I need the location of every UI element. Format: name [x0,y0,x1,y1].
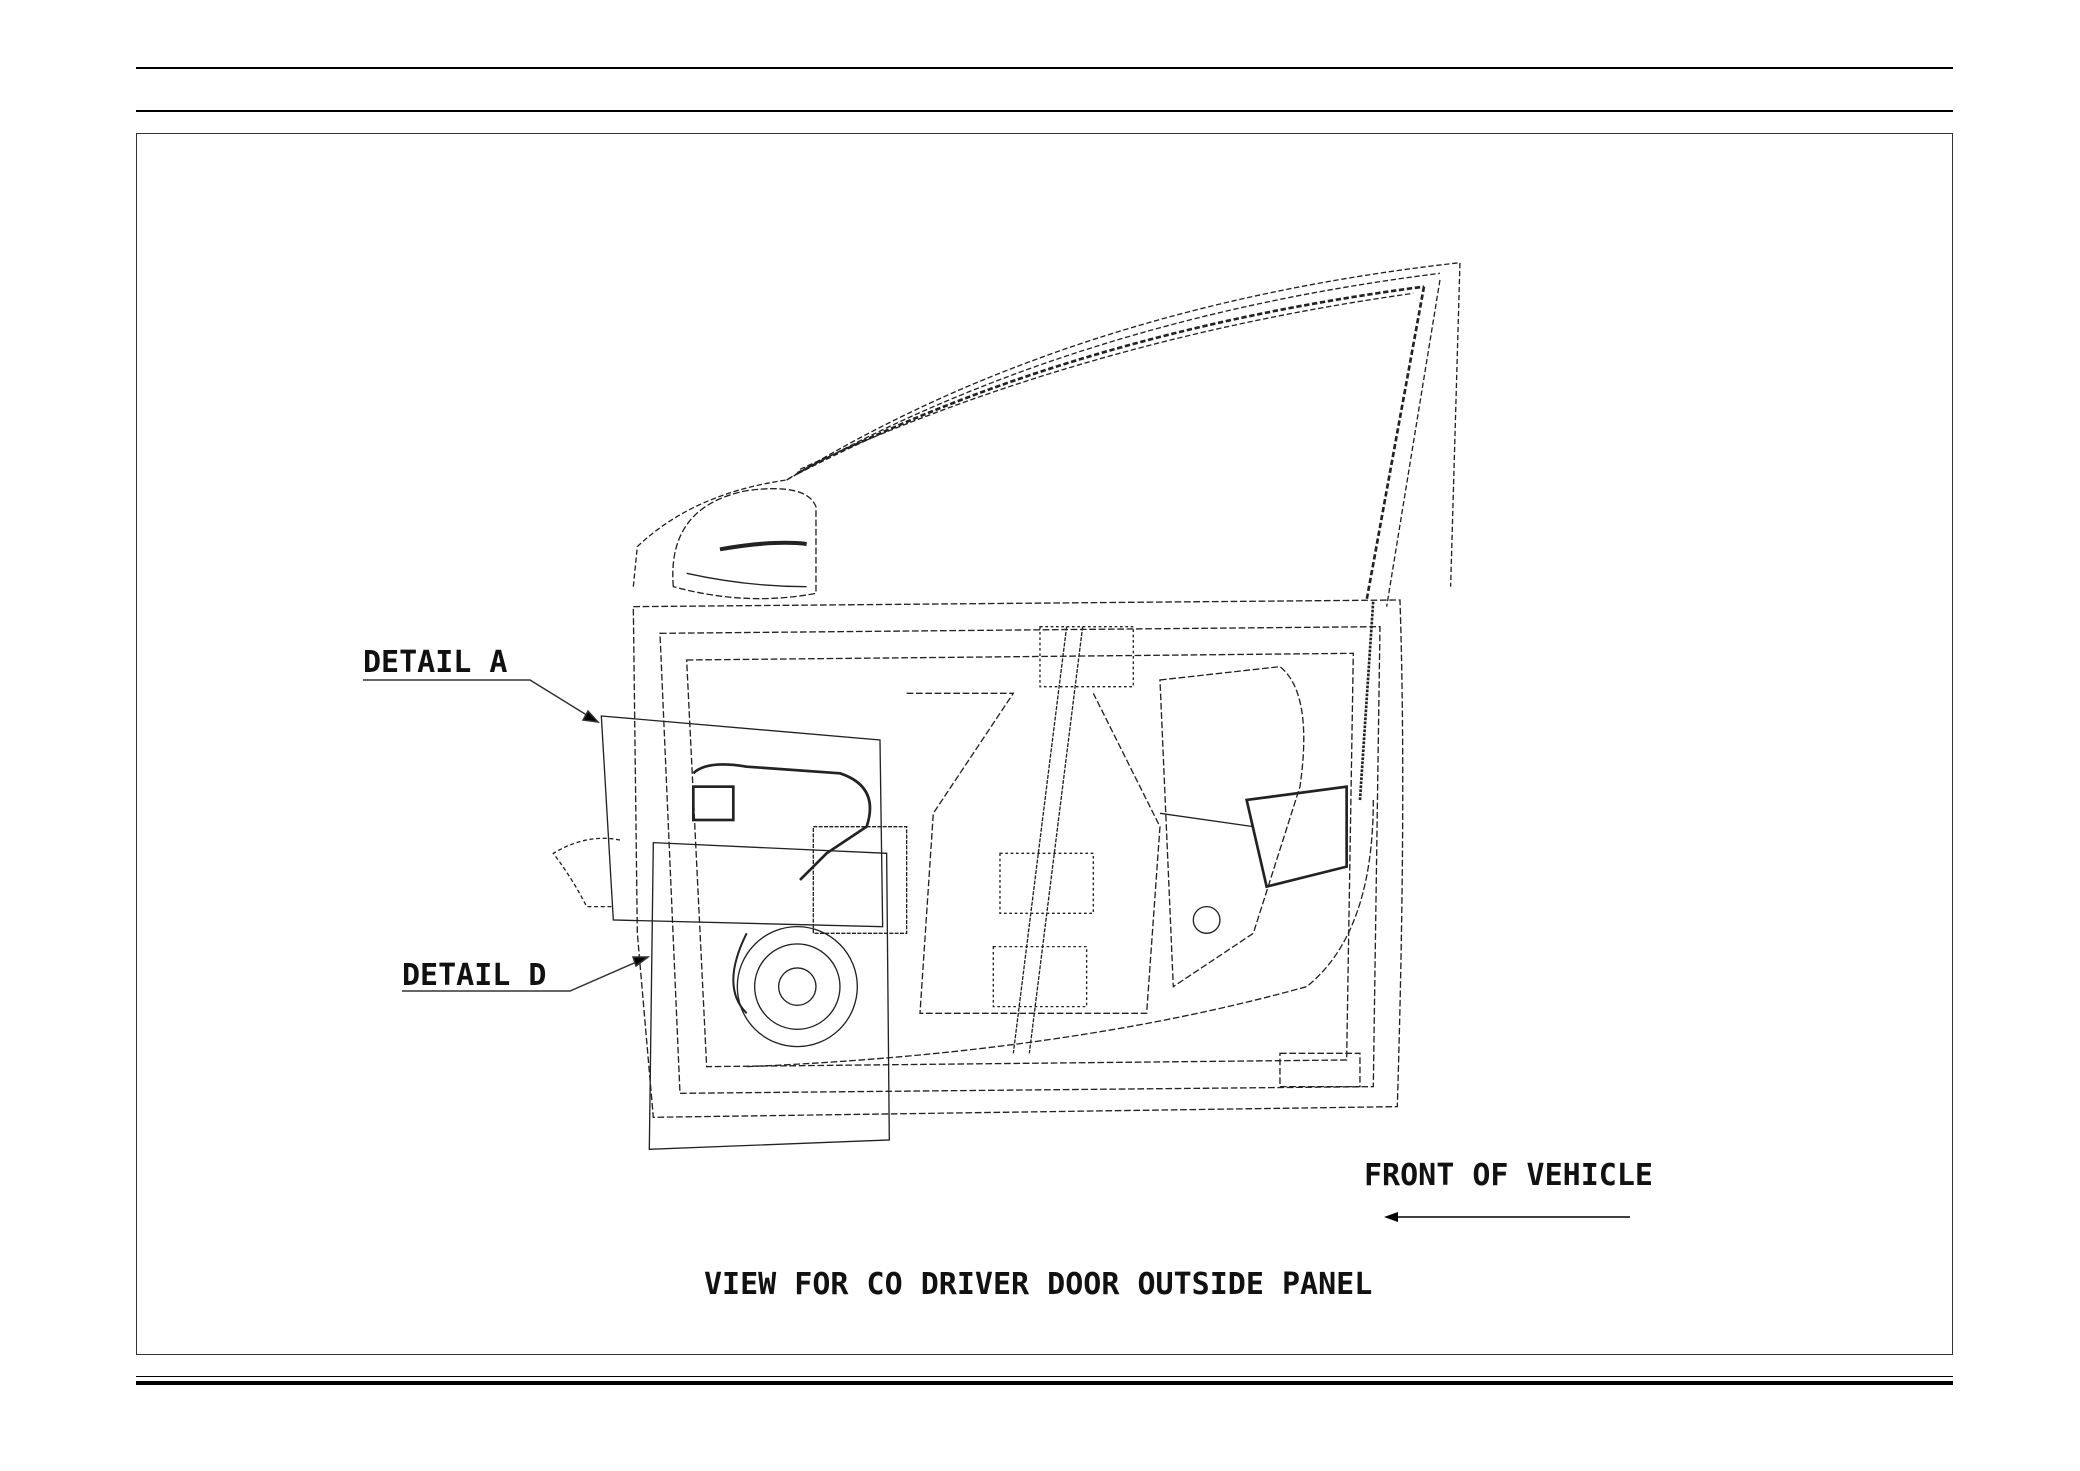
detail-a-label: DETAIL A [363,645,508,680]
detail-a-leader [363,679,600,724]
door-latch-wiring [552,763,908,1015]
detail-a-box [600,715,884,928]
detail-d-label: DETAIL D [402,958,547,993]
detail-d-leader [402,956,651,992]
mirror [672,488,817,600]
door-body [632,599,1404,1118]
arrow-left-icon [1384,1212,1630,1222]
footer-rule-thick [136,1381,1953,1385]
header-rule-top [136,67,1953,69]
drawing-frame [136,133,1953,1355]
front-of-vehicle-label: FRONT OF VEHICLE [1364,1158,1653,1193]
view-title: VIEW FOR CO DRIVER DOOR OUTSIDE PANEL [704,1267,1373,1302]
window-regulator [992,599,1375,1054]
detail-d-box [648,841,890,1150]
header-rule-bottom [136,110,1953,112]
speaker [736,905,1221,1048]
window-frame [632,261,1461,607]
footer-rule-thin [136,1376,1953,1377]
